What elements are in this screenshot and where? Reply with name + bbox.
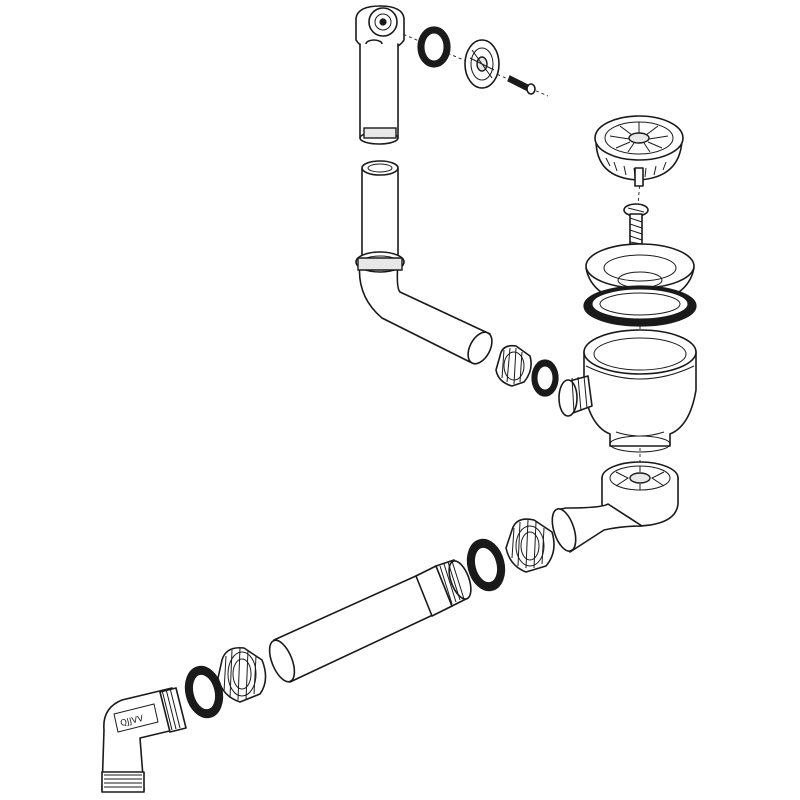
elbow-outlet: QJJVV xyxy=(101,687,187,793)
flange-gasket xyxy=(583,285,697,327)
overflow-ring-seal xyxy=(417,26,451,68)
overflow-connector-nut xyxy=(495,344,532,387)
overflow-head xyxy=(355,5,405,51)
drain-connector-nut xyxy=(505,518,555,573)
overflow-connector-seal xyxy=(531,359,559,397)
center-screw xyxy=(623,203,649,245)
drain-bowl-body xyxy=(583,329,697,453)
long-drain-pipe xyxy=(268,559,472,683)
strainer-basket xyxy=(594,115,684,187)
drain-bowl-side-inlet xyxy=(558,375,593,417)
overflow-pipe-upper xyxy=(359,43,399,145)
drain-outlet-elbow xyxy=(551,503,643,553)
overflow-screw xyxy=(507,75,536,95)
overflow-pipe-lower xyxy=(361,160,399,263)
overflow-cover-plate xyxy=(464,39,500,89)
lower-connector-nut xyxy=(217,646,267,703)
drain-connector-seal xyxy=(466,538,506,592)
overflow-elbow xyxy=(355,251,493,365)
lower-connector-seal xyxy=(184,665,224,719)
